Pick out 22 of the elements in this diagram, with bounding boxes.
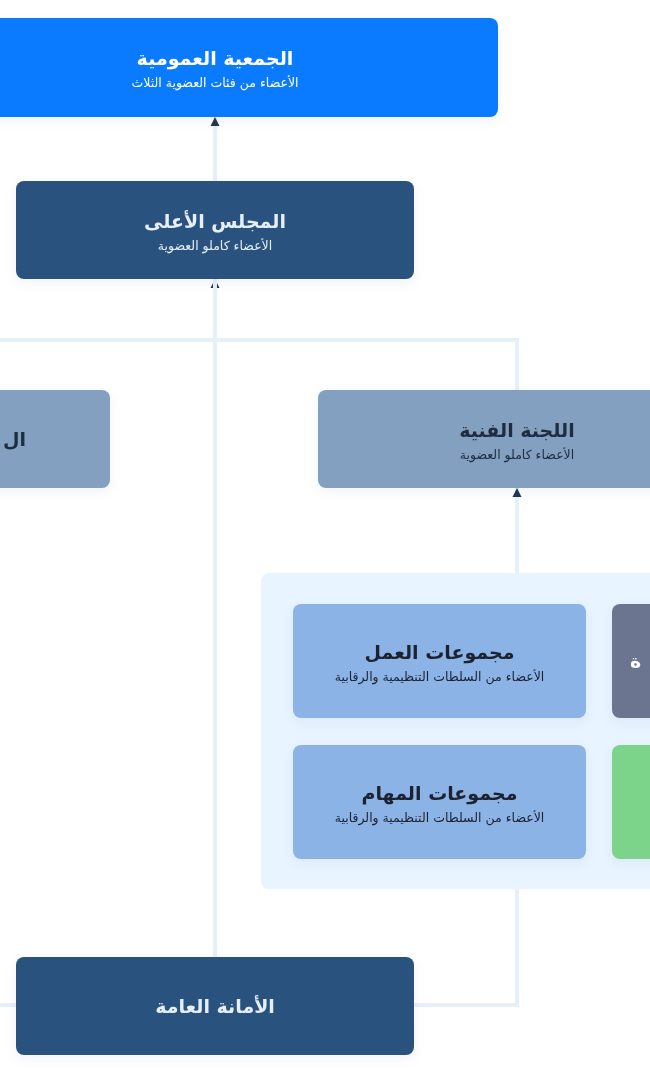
box-subtitle: الأعضاء كاملو العضوية — [459, 445, 575, 464]
secretariat-box — [16, 957, 414, 1055]
box-title: المجلس الأعلى — [144, 208, 286, 235]
connector — [210, 117, 220, 181]
box-subtitle: الأعضاء من السلطات التنظيمية والرقابية — [334, 667, 545, 686]
connector — [414, 889, 519, 1007]
box-title: الأمانة العامة — [155, 994, 275, 1019]
box-title: الجمعية العمومية — [136, 46, 294, 72]
group-box — [293, 745, 586, 859]
box-subtitle: الأعضاء من السلطات التنظيمية والرقابية — [334, 808, 545, 827]
committee-box — [318, 390, 650, 488]
box-title: مجموعات المهام — [361, 780, 518, 807]
box-subtitle: الأعضاء كاملو العضوية — [157, 236, 273, 255]
connector — [512, 488, 522, 573]
group-box — [293, 604, 586, 718]
box-title: مجموعات العمل — [364, 639, 515, 666]
assembly-box — [0, 18, 498, 117]
council-box — [16, 181, 414, 279]
box-title: ال — [3, 427, 26, 452]
box-subtitle: الأعضاء من فئات العضوية الثلاث — [131, 74, 299, 92]
box-title: ة — [630, 649, 642, 674]
box-title: اللجنة الفنية — [459, 417, 575, 443]
